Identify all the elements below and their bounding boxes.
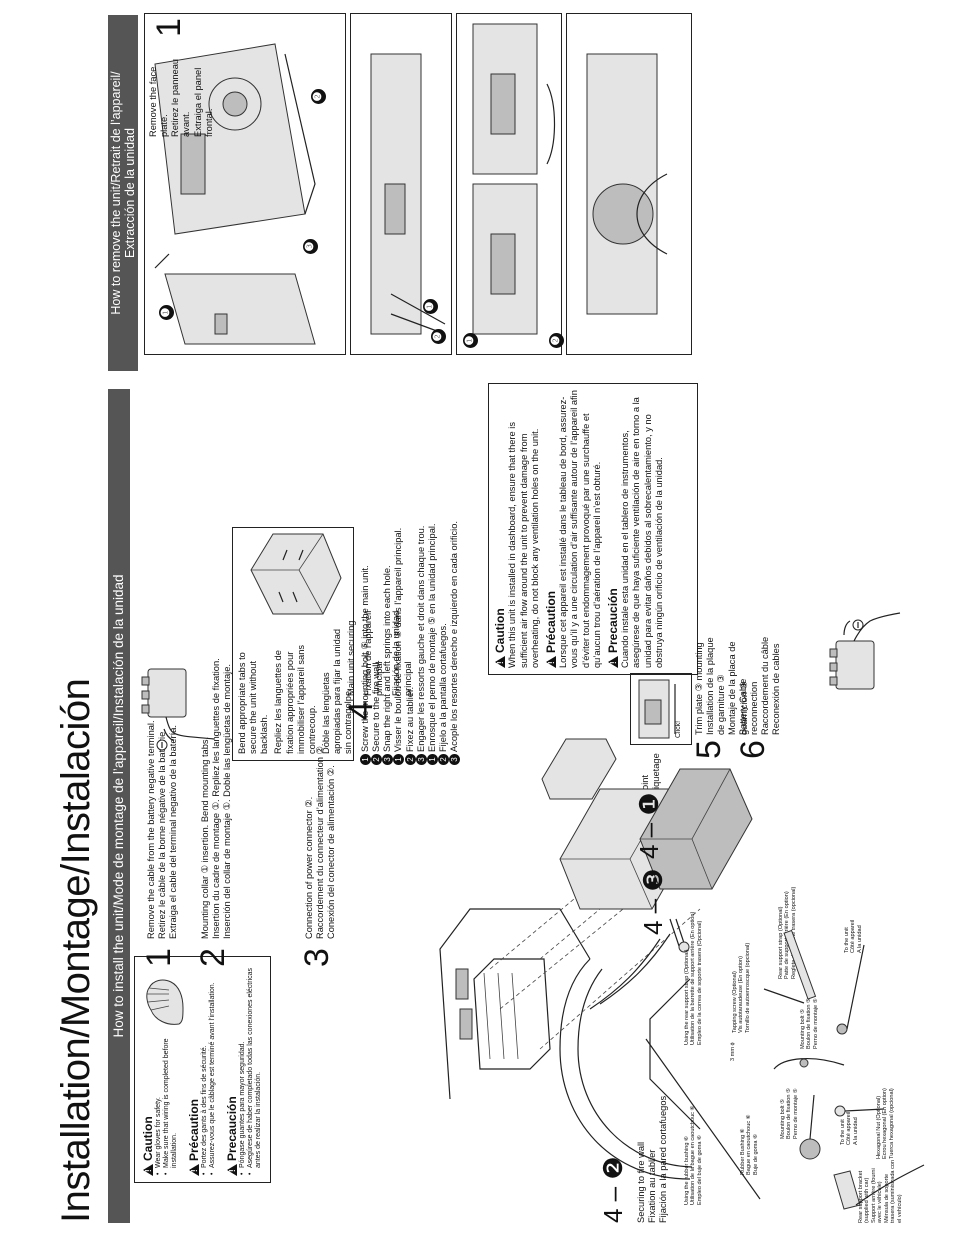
precaution-list: Portez des gants à des fins de sécurité.… bbox=[201, 961, 217, 1176]
rear-strap-drawing bbox=[783, 929, 817, 1000]
warning-icon bbox=[227, 1164, 237, 1176]
click-label: Click! bbox=[675, 720, 682, 738]
marker-1: ❶ bbox=[159, 305, 174, 320]
installation-diagram bbox=[439, 738, 761, 1200]
remove-step-4-box bbox=[566, 13, 692, 355]
marker-2: ❷ bbox=[549, 333, 564, 348]
gloves-caution-box: Caution Wear gloves for safety. Make sur… bbox=[134, 956, 271, 1183]
step-tag-4-1: 4 – ❶ bbox=[634, 792, 664, 859]
rubber-bushing-usage: Using the rubber bushing ⑥ Utilisation d… bbox=[684, 1105, 703, 1205]
rear-strap-usage: Using the rear support strap (Optional) … bbox=[684, 911, 703, 1045]
face-plate-drawing bbox=[154, 43, 316, 345]
pull-out-drawing bbox=[586, 53, 668, 315]
warning-icon bbox=[189, 1164, 199, 1176]
fire-wall-labels: Securing to fire wall Fixation au tablie… bbox=[636, 1095, 669, 1223]
step-tag-4-2: 4 – ❷ bbox=[598, 1156, 628, 1223]
click-latch-drawing bbox=[638, 679, 676, 739]
remove-header-bar: How to remove the unit/Retrait de l’appa… bbox=[108, 15, 138, 371]
trim-plate-drawing bbox=[370, 53, 446, 335]
warning-icon bbox=[607, 656, 618, 668]
lock-release-drawing bbox=[472, 23, 556, 335]
trim-plate bbox=[541, 738, 617, 800]
snap-point-box: Click! bbox=[630, 673, 692, 745]
rear-bracket-drawing bbox=[833, 1170, 861, 1210]
page-title: Installation/Montage/Instalación bbox=[54, 678, 98, 1223]
marker-3: ❸ bbox=[303, 239, 318, 254]
caution-heading: Caution bbox=[141, 1026, 155, 1176]
remove-step-2-box: ❶ ❷ bbox=[350, 13, 452, 355]
step-number: 5 bbox=[690, 740, 728, 759]
warning-icon bbox=[545, 656, 556, 668]
ventilation-caution-box: Caution When this unit is installed in d… bbox=[488, 383, 698, 675]
precaucion-heading: Precaución bbox=[225, 961, 239, 1176]
fire-wall-drawing bbox=[763, 929, 925, 1210]
gloves-icon bbox=[146, 979, 184, 1025]
install-header-bar: How to install the unit/Mode de montage … bbox=[108, 389, 130, 1223]
step-number: 3 bbox=[298, 948, 336, 967]
caution-list: Wear gloves for safety. Make sure that w… bbox=[155, 1026, 179, 1176]
step-number: 4 bbox=[342, 701, 380, 720]
warning-icon bbox=[143, 1164, 153, 1176]
remove-step-1-box: ❶ ❷ ❸ bbox=[144, 13, 346, 355]
step-number: 2 bbox=[194, 948, 232, 967]
mm-label: 3 mm ϕ bbox=[730, 1042, 736, 1061]
precaution-heading: Précaution bbox=[187, 961, 201, 1176]
step-tag-4-3: 4 – ❸ bbox=[638, 868, 668, 935]
remove-step-3-box: ❶ ❷ bbox=[456, 13, 564, 355]
rubber-bushing-drawing bbox=[799, 1138, 821, 1160]
marker-1: ❶ bbox=[423, 299, 438, 314]
step-number: 6 bbox=[734, 740, 772, 759]
warning-icon bbox=[495, 656, 505, 668]
battery-icon bbox=[829, 612, 901, 690]
marker-1: ❶ bbox=[463, 333, 478, 348]
bend-tabs-box: Bend appropriate tabs to secure the unit… bbox=[232, 527, 354, 761]
step-number: 1 bbox=[140, 948, 178, 967]
marker-2: ❷ bbox=[431, 329, 446, 344]
marker-2: ❷ bbox=[311, 89, 326, 104]
precaucion-list: Póngase guantes para mayor seguridad. As… bbox=[239, 961, 263, 1176]
battery-icon bbox=[141, 668, 215, 751]
steering-wheel-rim bbox=[559, 958, 691, 1180]
mounting-collar-drawing bbox=[250, 533, 342, 615]
